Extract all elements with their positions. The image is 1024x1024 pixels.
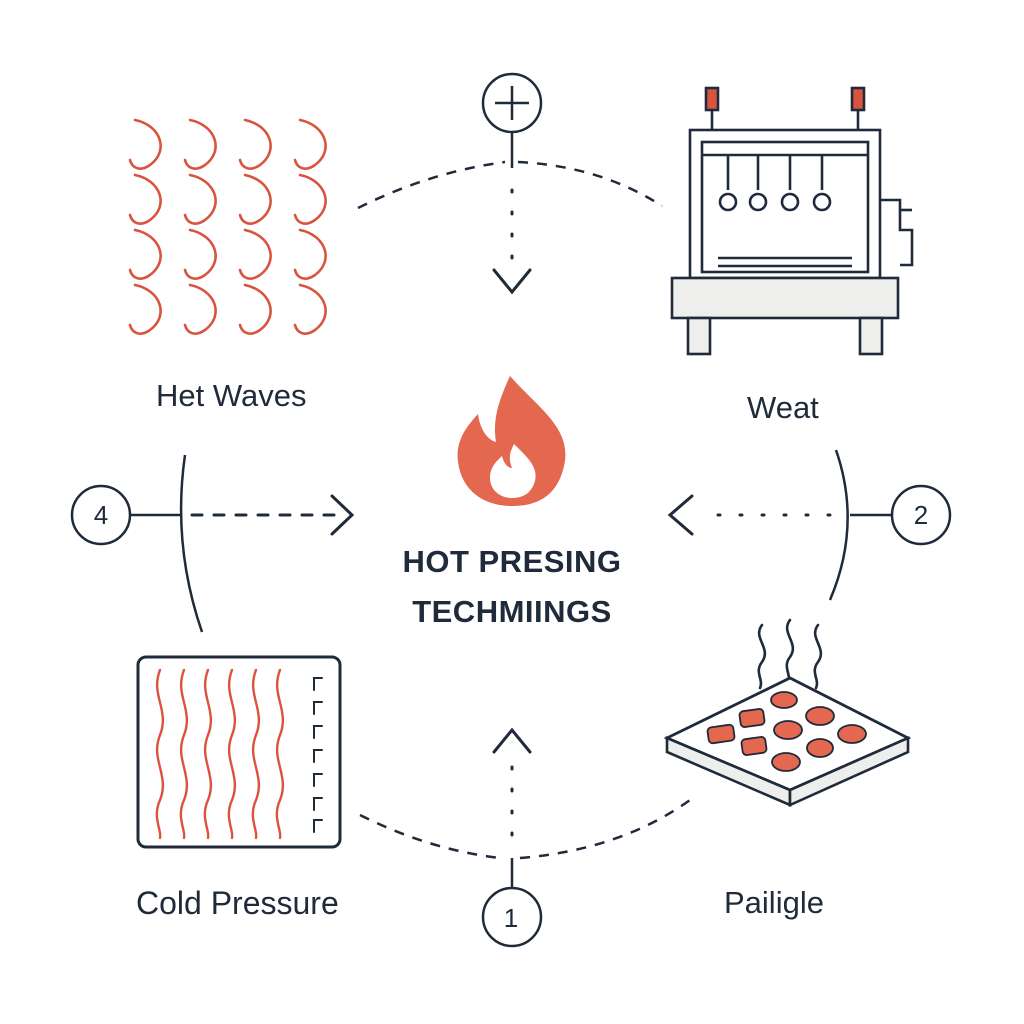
arc-top-right <box>517 160 663 208</box>
wavy-panel-icon <box>136 655 342 849</box>
arrows <box>190 188 832 837</box>
arrow-right <box>190 494 355 536</box>
arc-right <box>828 449 849 601</box>
press-machine-icon <box>670 86 914 356</box>
heat-waves-icon <box>128 118 327 335</box>
arc-top-left <box>357 160 506 210</box>
marker-bottom <box>481 858 543 948</box>
marker-number-right: 2 <box>913 500 929 530</box>
node-label-het-waves: Het Waves <box>156 378 307 413</box>
center-title-line1: HOT PRESING <box>402 544 622 579</box>
flame-icon <box>457 376 566 506</box>
center-title-line2: TECHMIINGS <box>412 594 612 629</box>
cycle-arcs <box>179 160 849 860</box>
arrow-left <box>667 494 832 536</box>
arc-bottom-left <box>359 813 501 860</box>
arrow-up <box>492 727 532 837</box>
arc-left <box>179 454 204 633</box>
node-label-pailigle: Pailigle <box>724 885 824 920</box>
marker-left <box>70 484 180 546</box>
arrow-down <box>492 188 532 295</box>
marker-right <box>850 484 952 546</box>
node-label-cold-pressure: Cold Pressure <box>136 885 339 921</box>
marker-top <box>481 72 543 168</box>
marker-number-bottom: 1 <box>503 903 519 933</box>
steaming-tray-icon <box>663 618 912 808</box>
node-label-weat: Weat <box>747 390 819 425</box>
marker-number-left: 4 <box>93 500 109 530</box>
arc-bottom-right <box>519 798 691 860</box>
